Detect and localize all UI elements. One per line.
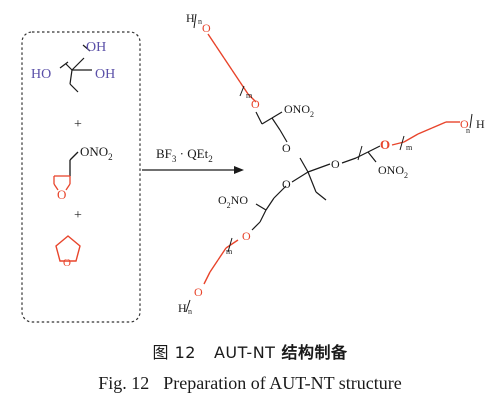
core-o-left: O [282,177,291,191]
core-o-right: O [331,157,340,171]
lower-arm-thf-chain [203,239,239,285]
upper-arm-ono2: ONO2 [284,102,314,119]
oxetane-o-atom: O [57,187,66,202]
right-arm-n: n [466,126,470,135]
figure-code-cn: AUT-NT [213,343,276,362]
trimethylolpropane-structure [59,44,92,93]
core-o-upper: O [282,141,291,155]
lower-arm-n: n [188,307,192,316]
right-arm-m: m [406,143,413,152]
triol-oh-right: OH [95,67,115,82]
figure-caption-english: Fig. 12 Preparation of AUT-NT structure [0,373,500,394]
figure-caption-chinese: 图 12 AUT-NT 结构制备 [0,339,500,363]
right-arm-nitrate-segment [341,145,381,164]
upper-arm-m: m [246,91,253,100]
upper-arm-o: O [251,97,260,111]
lower-arm-o: O [242,229,251,243]
right-arm-brackets [357,113,473,161]
reaction-scheme: OH HO OH + ONO2 O + O BF3 · QEt2 O O O [21,11,485,323]
lower-arm-terminal-h: H [178,301,187,315]
plus-sign-2: + [74,208,82,223]
lower-arm-nitrate-segment [251,185,287,231]
tetrahydrofuran-ring [55,235,81,262]
catalyst-label: BF3 · QEt2 [156,146,213,164]
oxetane-ono2: ONO2 [80,144,113,162]
oxetane-monomer [53,151,79,191]
triol-ho-left: HO [31,67,51,82]
right-arm-ono2: ONO2 [378,163,408,180]
reaction-arrow [142,166,244,174]
lower-arm-terminal-o: O [194,285,203,299]
upper-arm-nitrate-segment [255,111,288,143]
lower-arm-o2no: O2NO [218,193,248,210]
upper-arm-terminal-o: O [202,21,211,35]
upper-arm-brackets [193,13,245,97]
right-arm-thf-chain [391,121,460,146]
right-arm-terminal-h: H [476,117,485,131]
upper-arm-n: n [198,17,202,26]
figure-title-en: Preparation of AUT-NT structure [163,373,402,393]
product-core [291,157,331,201]
figure-number-cn: 图 12 [152,343,196,362]
lower-arm-brackets [185,237,233,313]
right-arm-o: O [380,137,390,152]
triol-oh-top: OH [86,40,106,55]
upper-arm-thf-chain [207,33,257,103]
figure-title-cn: 结构制备 [281,343,348,362]
right-arm-terminal-o: O [460,117,469,131]
lower-arm-m: m [226,247,233,256]
thf-o-atom: O [63,257,71,269]
plus-sign-1: + [74,117,82,132]
upper-arm-terminal-h: H [186,11,195,25]
figure-number-en: Fig. 12 [98,373,150,393]
